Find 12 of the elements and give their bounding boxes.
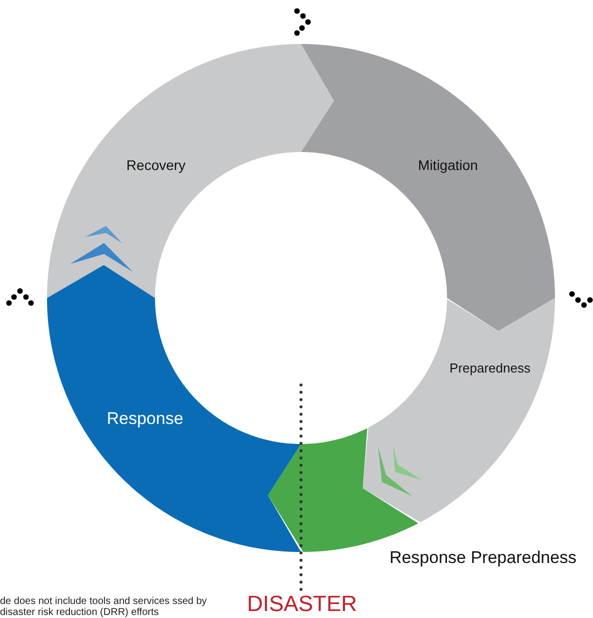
stage-label: Response	[106, 409, 184, 429]
cycle-segment	[47, 44, 334, 298]
cycle-segment	[301, 44, 555, 331]
cycle-segment	[47, 265, 301, 552]
cycle-segment	[362, 298, 555, 522]
footnote: de does not include tools and services ssed by disaster risk reduction (DRR) efforts	[0, 596, 208, 618]
stage-label: Recovery	[126, 157, 186, 173]
stage-label: Preparedness	[450, 360, 530, 376]
disaster-label: DISASTER	[246, 591, 358, 617]
stage-label: Response Preparedness	[389, 548, 577, 568]
cycle-segment	[268, 428, 418, 552]
stage-label: Mitigation	[418, 157, 478, 173]
